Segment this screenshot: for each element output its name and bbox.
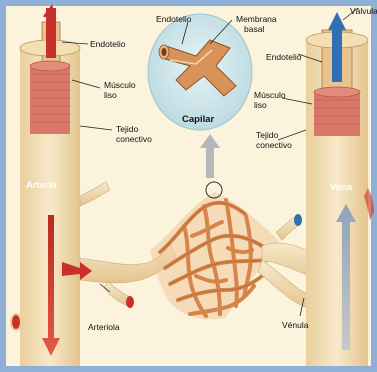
- left-musculo-label-1: Músculo: [104, 80, 136, 90]
- inset-endotelio-label: Endotelio: [156, 14, 192, 24]
- right-tejido-pointer: [278, 130, 306, 140]
- venula-label: Vénula: [282, 320, 309, 330]
- inset-capillary-lumen: [162, 48, 167, 56]
- right-endotelio-label: Endotelio: [266, 52, 302, 62]
- vena-label: Vena: [330, 182, 353, 193]
- right-tejido-label-1: Tejido: [256, 130, 278, 140]
- left-musculo-label-2: liso: [104, 90, 117, 100]
- capillary-inset: [148, 14, 252, 178]
- valvula-label: Válvula: [350, 6, 377, 16]
- right-musculo-label-1: Músculo: [254, 90, 286, 100]
- right-musculo-label-2: liso: [254, 100, 267, 110]
- left-endotelio-label: Endotelio: [90, 39, 126, 49]
- venule-branch-opening: [294, 214, 302, 226]
- arteriola-label: Arteriola: [88, 322, 120, 332]
- capillary-bed-area: [150, 192, 280, 319]
- artery-branch-opening: [11, 314, 21, 330]
- left-tejido-pointer: [80, 126, 112, 130]
- capillary-bed: [150, 182, 280, 319]
- vein-flow-arrowhead: [328, 12, 346, 30]
- capilar-label: Capilar: [182, 114, 215, 125]
- arteriole-branch-opening: [126, 296, 134, 308]
- inset-membrana-label-1: Membrana: [236, 14, 277, 24]
- inset-membrana-label-2: basal: [244, 24, 264, 34]
- artery-branch-top: [80, 182, 110, 206]
- left-tejido-label-2: conectivo: [116, 134, 152, 144]
- vein-muscle-rim: [314, 87, 360, 97]
- left-tejido-label-1: Tejido: [116, 124, 138, 134]
- artery-flow-arrowhead: [43, 3, 59, 19]
- vein-lumen-flow: [332, 26, 342, 82]
- arteria-label: Arteria: [26, 180, 57, 191]
- vein-smooth-muscle: [314, 92, 360, 136]
- artery-smooth-muscle: [30, 66, 70, 134]
- right-tejido-label-2: conectivo: [256, 140, 292, 150]
- magnify-arrow: [200, 134, 220, 178]
- artery-muscle-rim: [30, 61, 70, 71]
